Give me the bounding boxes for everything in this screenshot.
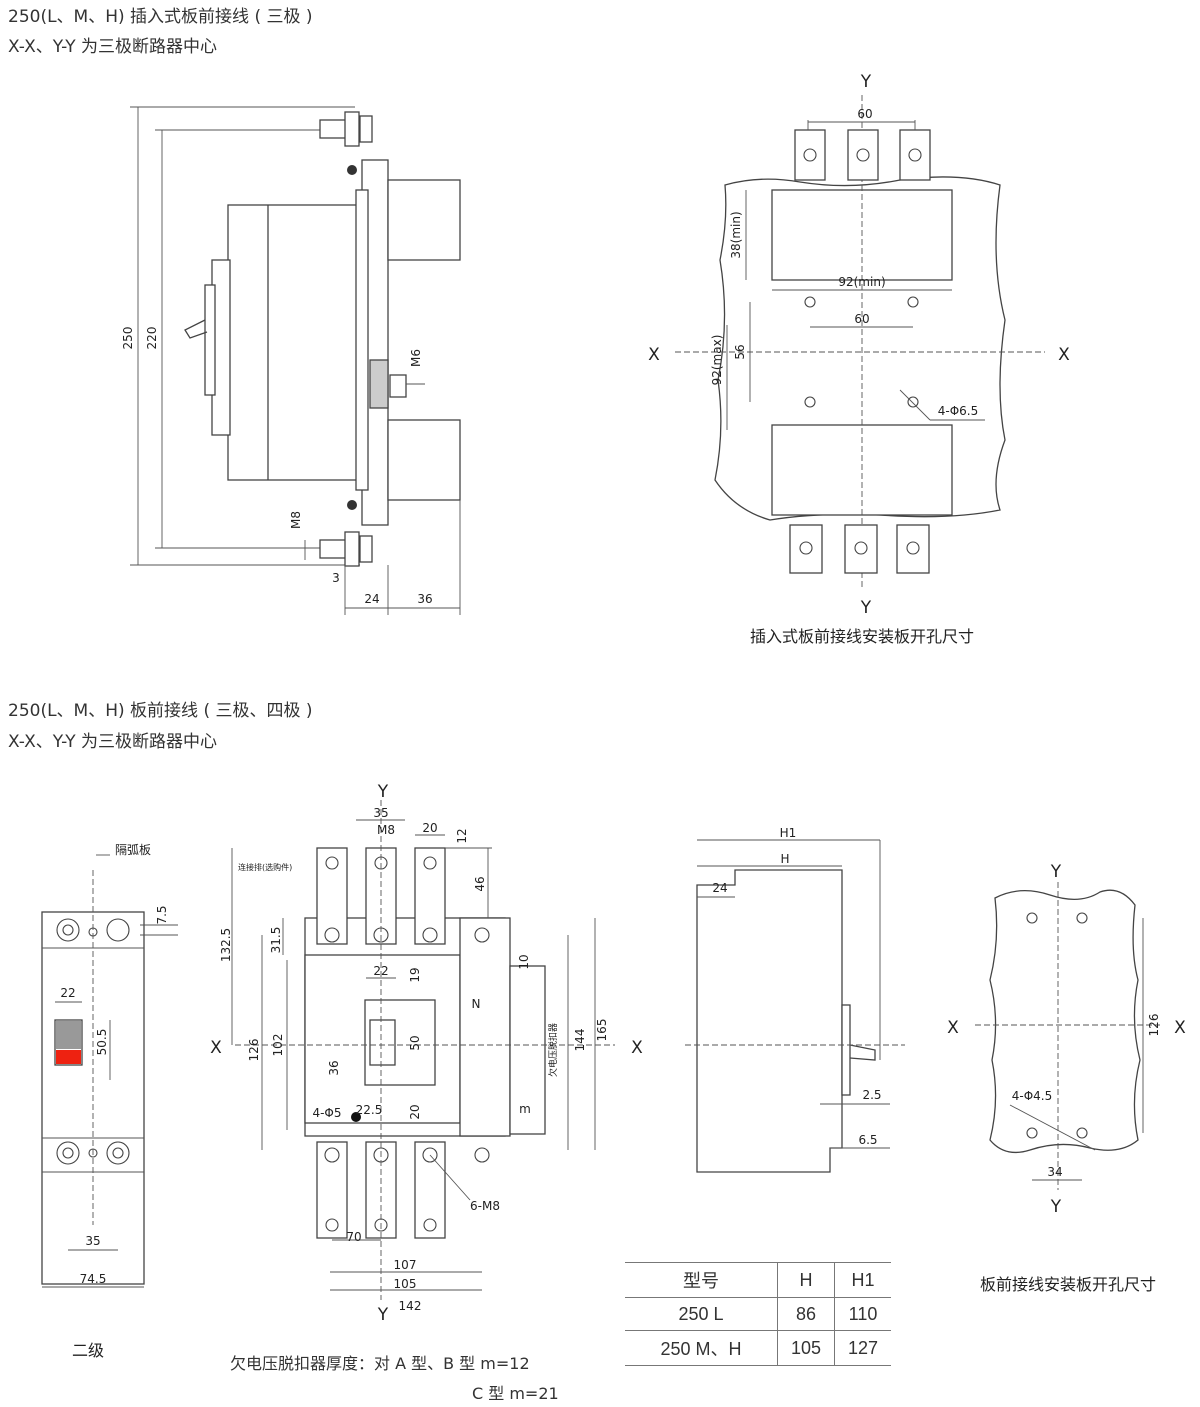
dim-105: 105 [394,1277,417,1291]
side-view-front: H1 H 24 2.5 6.5 [685,826,905,1173]
axis-y-bottom: Y [860,598,872,618]
front-axis-y-bottom: Y [377,1305,389,1325]
dim-126-cutout: 126 [1147,1014,1161,1037]
axis-x-right: X [1058,345,1070,365]
front-cutout-caption: 板前接线安装板开孔尺寸 [980,1275,1156,1294]
dim-56: 56 [733,344,747,359]
dim-19: 19 [408,967,422,982]
axis-y-top: Y [860,72,872,92]
dim-35: 35 [373,806,388,820]
label-connector: 连接排(选购件) [238,862,292,872]
side-view-plugin: 250 220 M6 M8 3 24 36 [121,106,461,615]
dim-6-5: 6.5 [858,1133,877,1147]
dim-22-two-pole: 22 [60,986,75,1000]
front-view: N Y Y X X 连接排(选购件) 欠电压脱扣器 35 M8 [210,782,643,1325]
dim-20-bottom: 20 [408,1104,422,1119]
cutout-axis-x-left: X [947,1018,959,1038]
dim-107: 107 [394,1258,417,1272]
table-header-h: H [777,1262,835,1298]
dim-4-phi6-5: 4-Φ6.5 [938,404,979,418]
dim-144: 144 [573,1029,587,1052]
table-cell: 110 [834,1297,891,1331]
label-n: N [472,997,481,1011]
dim-22-front: 22 [373,964,388,978]
dim-31-5: 31.5 [269,927,283,954]
thickness-note-1: 欠电压脱扣器厚度：对 A 型、B 型 m=12 [230,1354,530,1373]
mid-subtitle: X-X、Y-Y 为三极断路器中心 [8,732,218,752]
table-cell: 250 M、H [625,1330,778,1366]
dim-24: 24 [364,592,379,606]
cutout-axis-x-right: X [1174,1018,1186,1038]
dim-250: 250 [121,327,135,350]
dim-22-5: 22.5 [356,1103,383,1117]
table-cell: 86 [777,1297,835,1331]
spec-table: 型号 H H1 250 L 86 110 250 M、H 105 127 [625,1262,891,1366]
dim-165: 165 [595,1019,609,1042]
dim-126: 126 [247,1039,261,1062]
dim-h1: H1 [780,826,797,840]
dim-2-5: 2.5 [862,1088,881,1102]
dim-m8: M8 [289,511,303,529]
dim-220: 220 [145,327,159,350]
table-cell: 105 [777,1330,835,1366]
dim-m8-front: M8 [377,823,395,837]
table-header-h1: H1 [834,1262,891,1298]
dim-4-phi4-5: 4-Φ4.5 [1012,1089,1053,1103]
front-axis-x-left: X [210,1038,222,1058]
front-panel-cutout: Y Y X X 126 4-Φ4.5 34 板前接线安装板开孔尺寸 [947,862,1186,1294]
dim-10: 10 [517,954,531,969]
dim-3: 3 [332,571,340,585]
dim-36: 36 [417,592,432,606]
table-row: 250 L 86 110 [625,1297,891,1331]
two-pole-view: 隔弧板 7.5 22 50.5 35 74.5 二级 [41,843,178,1360]
dim-m6: M6 [409,349,423,367]
dim-24-side: 24 [712,881,727,895]
dim-60-top: 60 [857,107,872,121]
dim-36-front: 36 [327,1060,341,1075]
dim-12: 12 [455,828,469,843]
dim-m: m [519,1102,531,1116]
dim-92min: 92(min) [838,275,885,289]
top-title: 250(L、M、H) 插入式板前接线 ( 三极 ) [8,7,313,27]
plugin-cutout-caption: 插入式板前接线安装板开孔尺寸 [750,627,974,646]
dim-34: 34 [1047,1165,1062,1179]
table-cell: 250 L [625,1297,778,1331]
dim-38min: 38(min) [729,211,743,258]
dim-142: 142 [399,1299,422,1313]
dim-70: 70 [346,1230,361,1244]
two-pole-caption: 二级 [72,1341,104,1360]
axis-x-left: X [648,345,660,365]
dim-50: 50 [408,1035,422,1050]
top-subtitle: X-X、Y-Y 为三极断路器中心 [8,37,218,57]
dim-6-m8: 6-M8 [470,1199,500,1213]
front-axis-y-top: Y [377,782,389,802]
label-undervoltage: 欠电压脱扣器 [547,1023,559,1077]
dim-92max: 92(max) [710,335,724,386]
dim-132-5: 132.5 [219,928,233,962]
dim-74-5: 74.5 [80,1272,107,1286]
table-header-row: 型号 H H1 [625,1262,891,1298]
dim-20-top: 20 [422,821,437,835]
dim-7-5: 7.5 [155,905,169,924]
thickness-note-2: C 型 m=21 [472,1384,559,1403]
dim-h: H [780,852,789,866]
dim-50-5: 50.5 [95,1029,109,1056]
dim-102: 102 [271,1034,285,1057]
front-axis-x-right: X [631,1038,643,1058]
table-header-model: 型号 [625,1262,778,1298]
cutout-axis-y-top: Y [1050,862,1062,882]
dim-35-two-pole: 35 [85,1234,100,1248]
label-arc-plate: 隔弧板 [115,843,151,857]
dim-60-mid: 60 [854,312,869,326]
table-row: 250 M、H 105 127 [625,1330,891,1366]
cutout-axis-y-bottom: Y [1050,1197,1062,1217]
table-cell: 127 [834,1330,891,1366]
dim-4-phi5: 4-Φ5 [312,1106,341,1120]
mid-title: 250(L、M、H) 板前接线 ( 三极、四极 ) [8,701,313,721]
plugin-panel-cutout: Y Y X X 60 38(min) 92(min) 60 56 [648,72,1070,646]
dim-46: 46 [473,876,487,891]
